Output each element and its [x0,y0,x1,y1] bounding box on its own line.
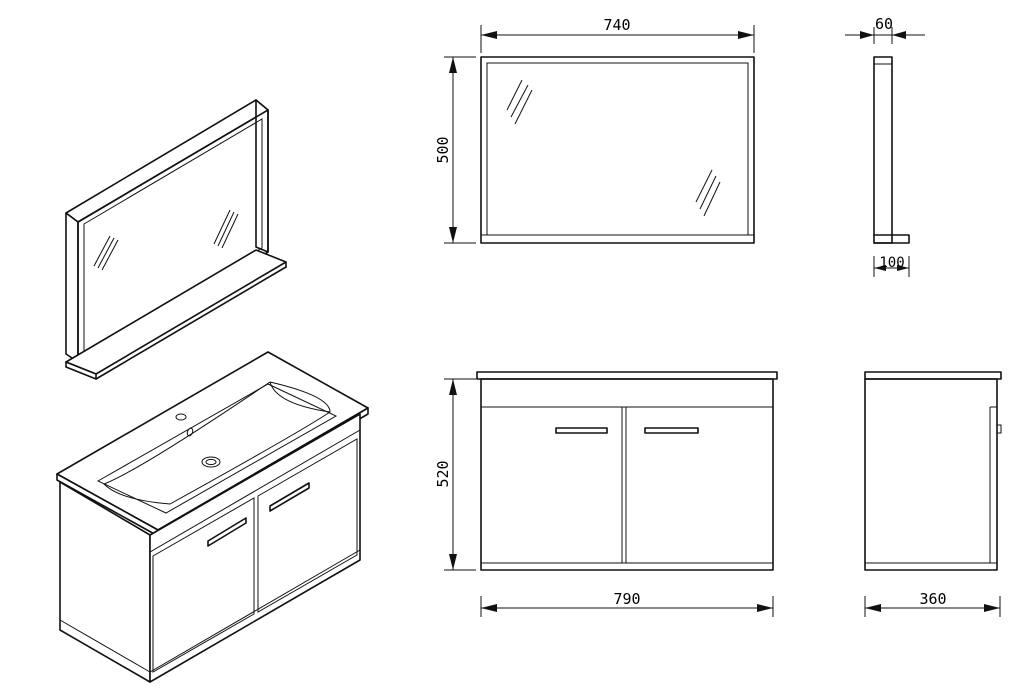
mirror-front-view [480,56,755,244]
dimension-mirror-height [444,56,476,244]
mirror-width-label: 740 [603,16,630,34]
dimension-cabinet-height [444,378,476,571]
mirror-depth-label: 60 [875,15,893,33]
dimension-mirror-width [480,25,755,53]
shelf-depth-label: 100 [879,255,904,271]
dimension-shelf-depth [873,256,910,277]
dimension-cabinet-width [480,596,774,617]
mirror-side-view [873,56,910,244]
dimension-cabinet-depth [864,596,1001,617]
glass-reflection-icon [93,209,239,271]
iso-mirror [65,99,287,380]
dimension-mirror-depth [845,27,925,44]
cabinet-side-view [864,371,1002,571]
mirror-height-label: 500 [434,136,452,163]
cabinet-height-label: 520 [434,460,452,487]
cabinet-front-view [476,371,778,571]
cabinet-depth-label: 360 [919,590,946,608]
cabinet-width-label: 790 [613,590,640,608]
glass-reflection-icon [506,79,721,217]
iso-cabinet [56,351,369,683]
